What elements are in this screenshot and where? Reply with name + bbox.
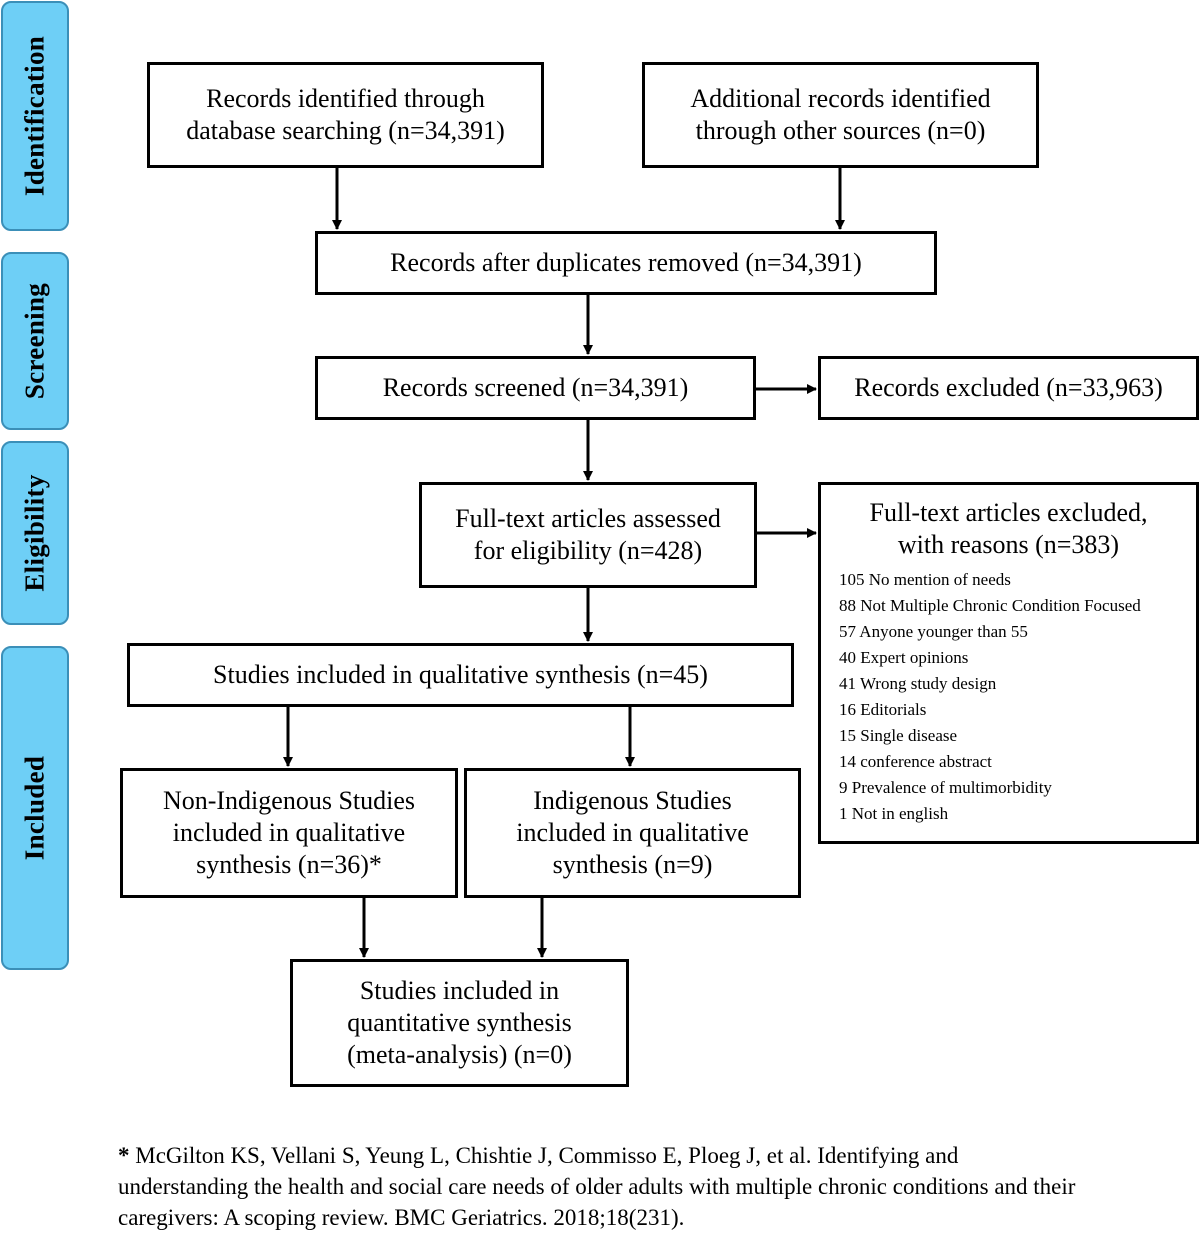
box-line: through other sources (n=0)	[695, 116, 986, 145]
exclusion-reason: 1 Not in english	[839, 804, 949, 823]
fulltext-excluded-title: Full-text articles excluded, with reason…	[821, 497, 1196, 561]
exclusion-reason: 57 Anyone younger than 55	[839, 622, 1028, 641]
box-line: Full-text articles assessed	[455, 504, 721, 533]
box-line: Full-text articles excluded,	[869, 498, 1148, 527]
exclusion-reason: 105 No mention of needs	[839, 570, 1011, 589]
footnote-line: caregivers: A scoping review. BMC Geriat…	[118, 1205, 685, 1230]
box-line: Non-Indigenous Studies	[162, 786, 416, 815]
qualitative-synthesis-box: Studies included in qualitative synthesi…	[127, 643, 794, 707]
fulltext-assessed-box: Full-text articles assessed for eligibil…	[419, 482, 757, 588]
exclusion-reason: 41 Wrong study design	[839, 674, 997, 693]
box-line: Studies included in qualitative synthesi…	[213, 660, 708, 689]
database-records-box: Records identified through database sear…	[147, 62, 544, 168]
footnote-citation: * McGilton KS, Vellani S, Yeung L, Chish…	[118, 1140, 1188, 1233]
box-line: database searching (n=34,391)	[186, 116, 505, 145]
box-line: Records after duplicates removed (n=34,3…	[390, 248, 862, 277]
box-line: for eligibility (n=428)	[473, 536, 703, 565]
records-screened-box: Records screened (n=34,391)	[315, 356, 756, 420]
box-line: synthesis (n=36)*	[196, 850, 382, 879]
box-line: included in qualitative	[516, 818, 749, 847]
box-line: (meta-analysis) (n=0)	[347, 1040, 572, 1069]
phase-included: Included	[1, 646, 69, 970]
box-line: Records identified through	[206, 84, 485, 113]
box-line: Additional records identified	[690, 84, 991, 113]
box-line: included in qualitative	[172, 818, 406, 847]
footnote-text: McGilton KS, Vellani S, Yeung L, Chishti…	[129, 1143, 959, 1168]
box-line: Records screened (n=34,391)	[382, 373, 689, 402]
exclusion-reason: 9 Prevalence of multimorbidity	[839, 778, 1052, 797]
indigenous-studies-box: Indigenous Studies included in qualitati…	[464, 768, 801, 898]
exclusion-reason: 14 conference abstract	[839, 752, 992, 771]
duplicates-removed-box: Records after duplicates removed (n=34,3…	[315, 231, 937, 295]
phase-screening: Screening	[1, 252, 69, 430]
box-line: synthesis (n=9)	[552, 850, 713, 879]
box-line: quantitative synthesis	[347, 1008, 572, 1037]
quantitative-synthesis-box: Studies included in quantitative synthes…	[290, 959, 629, 1087]
box-line: Studies included in	[359, 976, 560, 1005]
exclusion-reason: 16 Editorials	[839, 700, 927, 719]
box-line: Records excluded (n=33,963)	[854, 373, 1163, 402]
phase-eligibility: Eligibility	[1, 441, 69, 625]
box-line: with reasons (n=383)	[897, 530, 1120, 559]
footnote-line: * McGilton KS, Vellani S, Yeung L, Chish…	[118, 1140, 1188, 1171]
fulltext-excluded-box: Full-text articles excluded, with reason…	[818, 482, 1199, 844]
exclusion-reason: 15 Single disease	[839, 726, 958, 745]
exclusion-reason: 88 Not Multiple Chronic Condition Focuse…	[839, 596, 1141, 615]
non-indigenous-studies-box: Non-Indigenous Studies included in quali…	[120, 768, 458, 898]
footnote-marker: *	[118, 1143, 130, 1168]
footnote-line: understanding the health and social care…	[118, 1174, 1076, 1199]
exclusion-reason: 40 Expert opinions	[839, 648, 969, 667]
phase-identification: Identification	[1, 1, 69, 231]
records-excluded-box: Records excluded (n=33,963)	[818, 356, 1199, 420]
other-sources-box: Additional records identified through ot…	[642, 62, 1039, 168]
box-line: Indigenous Studies	[533, 786, 732, 815]
